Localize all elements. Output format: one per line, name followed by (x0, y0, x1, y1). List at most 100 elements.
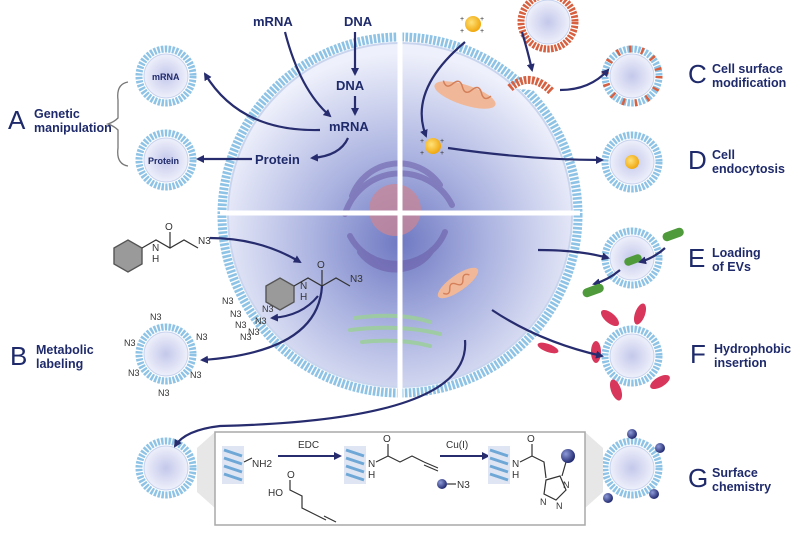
conjugated-ball (561, 449, 575, 463)
arrow-endocytosis-vesicle (447, 146, 604, 164)
amide-n-internal: N (300, 281, 307, 292)
metabolic-labeling-flow: O N H N3 O N H N3 N3 N3 N3 N3 N3 N3 N3 (113, 222, 363, 364)
vesicle-protein: Protein (135, 129, 197, 191)
conjugated-ligand (603, 493, 613, 503)
phenyl-ring-internal (265, 277, 295, 311)
vesicle-mrna-label: mRNA (152, 72, 180, 82)
arrow-cargo-in (638, 247, 666, 265)
loading-insertion-flow (173, 227, 684, 448)
dna-label-top: DNA (344, 14, 373, 29)
mrna-label-top: mRNA (253, 14, 293, 29)
amide-n-2: N (368, 459, 375, 470)
svg-text:N3: N3 (235, 320, 247, 330)
mrna-label-mid: mRNA (329, 119, 369, 134)
panel-d-letter: D (688, 145, 707, 175)
panel-a-line2: manipulation (34, 121, 112, 136)
panel-f-description: Hydrophobic insertion (714, 342, 791, 371)
panel-d-line1: Cell (712, 148, 735, 162)
membrane-patch-3 (488, 446, 510, 484)
svg-text:N3: N3 (248, 327, 260, 337)
svg-text:N3: N3 (230, 309, 242, 319)
panel-b-description: Metabolic labeling (36, 343, 94, 372)
amide-o-internal: O (317, 260, 325, 271)
svg-text:N3: N3 (222, 296, 234, 306)
encapsulated-nanoparticle (625, 155, 639, 169)
callout-left (197, 432, 215, 508)
azide-ball (437, 479, 447, 489)
panel-g-letter: G (688, 463, 709, 493)
vesicle-azide-label: N3 (196, 332, 208, 342)
panel-b-letter: B (10, 341, 28, 371)
panel-c-line2: modification (712, 76, 787, 91)
surface-endocytosis-flow (420, 31, 610, 164)
acid-o-label: O (287, 470, 295, 481)
amide-h-3: H (512, 470, 519, 481)
arrow-labeled-vesicle (200, 285, 324, 364)
svg-text:+: + (460, 28, 464, 35)
arrow-insertion-vesicle (491, 309, 604, 359)
triazole-n-1: N (563, 480, 570, 490)
svg-text:+: + (480, 16, 484, 23)
arrow-liposome-fusion (520, 31, 535, 72)
vesicle-protein-label: Protein (148, 156, 179, 166)
panel-g-description: Surface chemistry (712, 466, 771, 495)
step1-reagent: EDC (298, 440, 319, 451)
mitochondrion-top (434, 80, 496, 109)
membrane-pit (507, 76, 555, 95)
vesicle-surface-modified (601, 45, 663, 107)
phenyl-ring-free (113, 239, 143, 273)
amide-o-3: O (527, 434, 535, 445)
membrane-patch-1 (222, 446, 244, 484)
triazole-ring (543, 475, 567, 501)
protein-label: Protein (255, 152, 300, 167)
vesicle-azide-label: N3 (124, 338, 136, 348)
amide-n-3: N (512, 459, 519, 470)
panel-a-line1: Genetic (34, 107, 80, 121)
vesicle-azide-label: N3 (158, 388, 170, 398)
svg-text:N3: N3 (262, 304, 274, 314)
vesicle-azide-label: N3 (128, 368, 140, 378)
panel-f-line2: insertion (714, 356, 767, 371)
panel-c-line1: Cell surface (712, 62, 783, 76)
conjugated-ligand (655, 443, 665, 453)
arrow-sugar-membrane (270, 295, 319, 322)
triazole-n-3: N (540, 497, 547, 507)
step2-reagent: Cu(I) (446, 440, 468, 451)
arrow-cell-to-chemistry (173, 339, 467, 448)
svg-text:+: + (420, 150, 424, 157)
inserted-lipid (600, 309, 620, 327)
panel-d-description: Cell endocytosis (712, 148, 785, 177)
arrow-mrna-vesicle (203, 72, 321, 132)
vesicle-azide-label: N3 (190, 370, 202, 380)
panel-e-description: Loading of EVs (712, 246, 761, 275)
panel-e-line1: Loading (712, 246, 761, 260)
inserted-lipid (591, 341, 601, 363)
svg-text:N3: N3 (255, 316, 267, 326)
bracket-a (105, 81, 129, 167)
arrow-nanoparticle-uptake (420, 41, 466, 138)
panel-e-letter: E (688, 243, 706, 273)
dna-label-mid: DNA (336, 78, 365, 93)
inserted-lipid (650, 375, 670, 389)
vesicle-loaded (601, 227, 663, 289)
azide-free: N3 (198, 236, 211, 247)
panel-f-letter: F (690, 339, 706, 369)
azide-internal: N3 (350, 274, 363, 285)
amide-o-2: O (383, 434, 391, 445)
mitochondrion-bottom (437, 267, 479, 299)
svg-text:+: + (420, 138, 424, 145)
panel-g-line2: chemistry (712, 480, 772, 495)
inserted-lipid (609, 379, 623, 401)
svg-text:+: + (440, 150, 444, 157)
arrow-mrna-mrna (283, 31, 332, 118)
nanoparticle-internal: ++++ (420, 138, 444, 157)
panel-a-letter: A (8, 105, 26, 135)
arrow-mrna-protein (310, 137, 350, 162)
svg-text:+: + (460, 16, 464, 23)
callout-right (585, 432, 603, 508)
conjugated-ligand (627, 429, 637, 439)
acid-ho-label: HO (268, 488, 283, 499)
lipid-tag-free (537, 342, 559, 354)
